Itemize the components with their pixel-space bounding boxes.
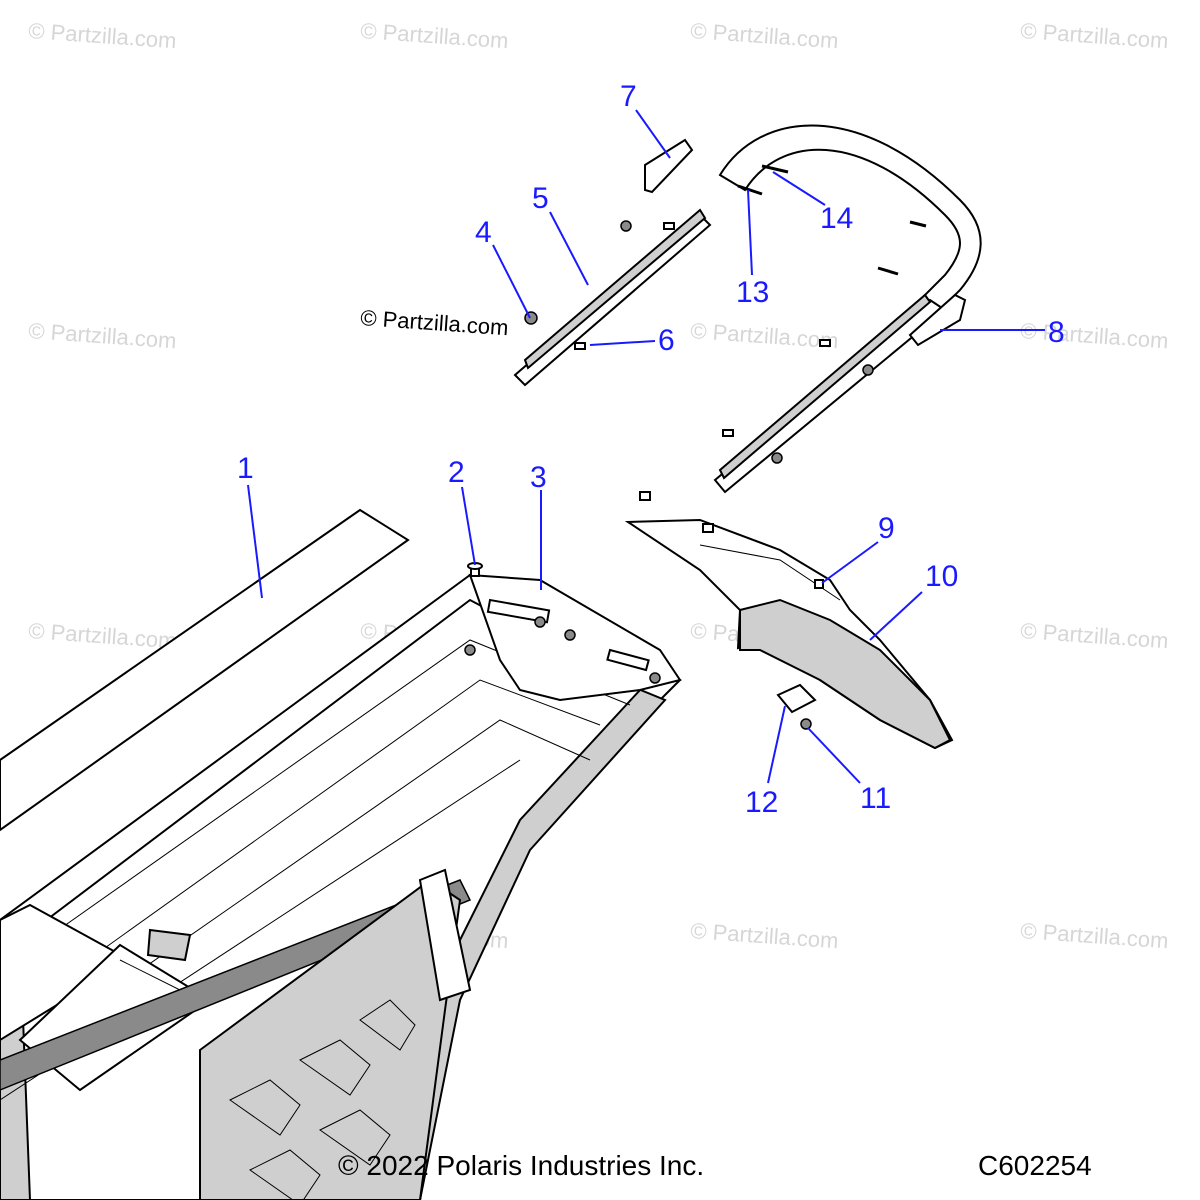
part-1-strip [0,508,410,832]
part-10-snowflap [624,518,954,750]
callout-9: 9 [878,512,895,545]
callout-7: 7 [620,80,637,113]
watermark: © Partzilla.com [1020,618,1170,653]
tunnel-assembly [0,573,682,1200]
part-12-plate [776,683,817,714]
watermark: © Partzilla.com [360,18,510,53]
callout-8: 8 [1048,316,1065,349]
callout-12: 12 [745,786,778,819]
callout-3: 3 [530,461,547,494]
watermark: © Partzilla.com [1020,918,1170,953]
callout-1: 1 [237,452,254,485]
part-8-end-cap [908,293,967,347]
footer-copyright: © 2022 Polaris Industries Inc. [338,1150,704,1181]
watermark: © Partzilla.com [28,618,178,653]
callout-2: 2 [448,456,465,489]
part-11-rivet [800,718,812,730]
leader-lines [247,109,1045,784]
callout-6: 6 [658,324,675,357]
callout-14: 14 [820,202,853,235]
callout-4: 4 [475,216,492,249]
watermark: © Partzilla.com [690,318,840,353]
watermark: © Partzilla.com [1020,18,1170,53]
callout-labels: 1 2 3 4 5 6 7 8 9 10 11 12 13 14 [237,80,1065,819]
diagram-code: C602254 [978,1150,1092,1181]
part-9-screw [814,579,824,589]
diagram-copyright: © Partzilla.com [360,305,510,340]
part-6-screw [574,222,831,437]
part-13-14-pins [737,164,927,276]
watermark: © Partzilla.com [28,318,178,353]
callout-13: 13 [736,276,769,309]
watermark: © Partzilla.com [28,18,178,53]
part-5-bumper-rail [513,124,982,494]
part-7-end-cap [644,138,694,194]
watermark: © Partzilla.com [1020,318,1170,353]
watermark: © Partzilla.com [690,18,840,53]
callout-10: 10 [925,560,958,593]
callout-11: 11 [860,782,891,815]
callout-5: 5 [532,182,549,215]
watermark: © Partzilla.com [690,918,840,953]
